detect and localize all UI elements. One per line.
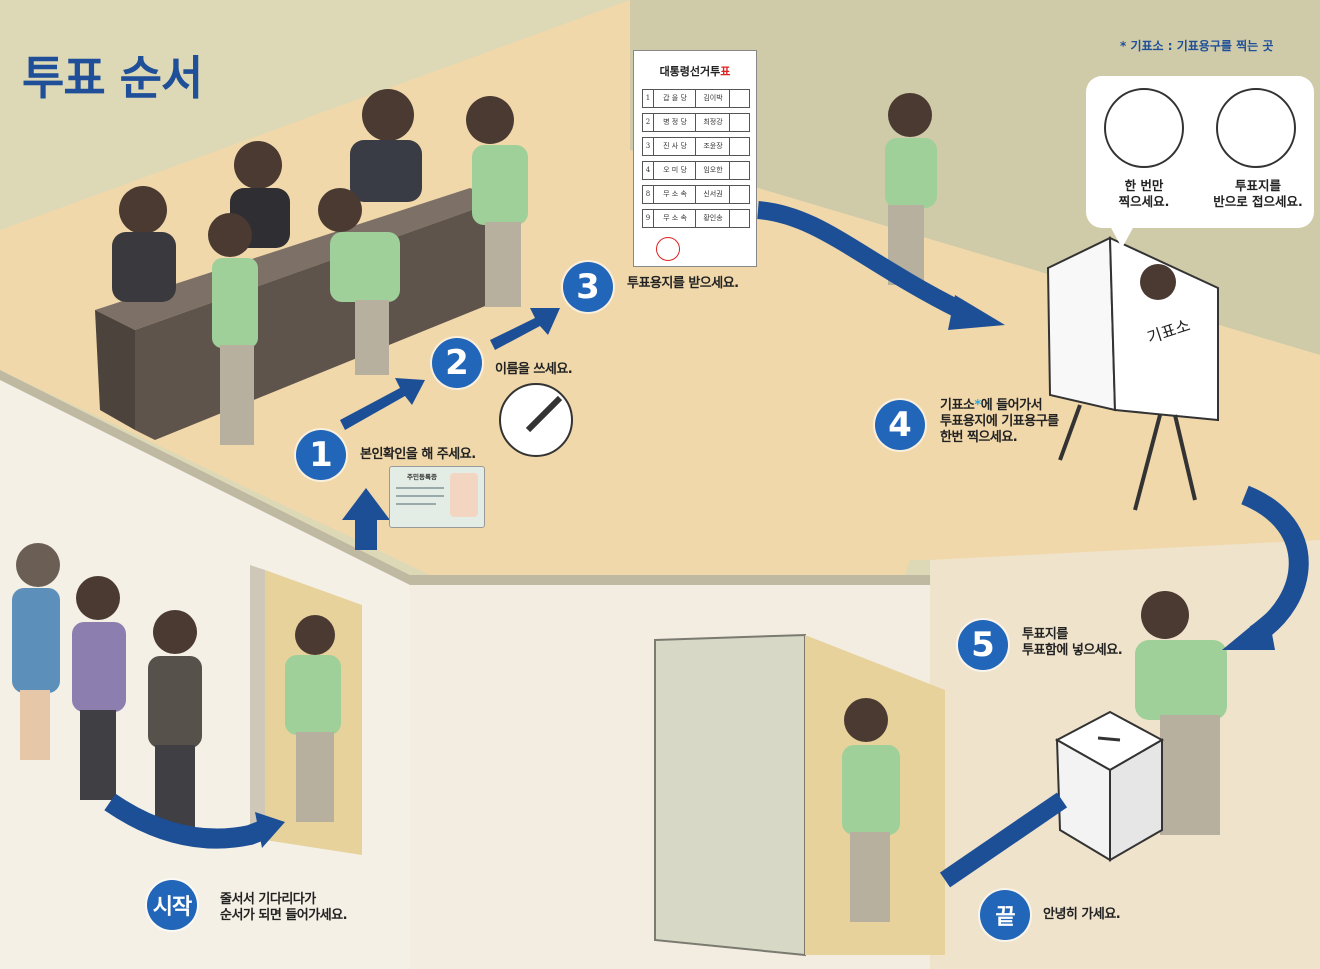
- stamp-once-illustration: [1104, 88, 1184, 168]
- voter-at-desk-3: [466, 96, 528, 307]
- ballot-row-candidate: 임오한: [697, 162, 730, 179]
- ballot-box: [1054, 710, 1165, 862]
- arrow-start: [104, 793, 272, 849]
- id-card-line: [396, 487, 444, 489]
- tips-bubble: [1086, 76, 1314, 228]
- arrow-2-3: [490, 308, 560, 350]
- id-card-header: 주민등록증: [407, 473, 437, 481]
- voter-at-desk-1: [208, 213, 258, 445]
- arrow-3-4-head: [948, 295, 1005, 330]
- arrow-up-stem: [355, 515, 377, 550]
- ballot-row-party: 진 사 당: [655, 138, 696, 155]
- arrow-start-head: [255, 812, 285, 848]
- official-3: [350, 89, 422, 202]
- ballot-row-candidate: 황인송: [697, 210, 730, 227]
- end-text: 안녕히 가세요.: [1043, 907, 1121, 922]
- fold-ballot-illustration: [1216, 88, 1296, 168]
- id-card-line: [396, 495, 444, 497]
- step2-text: 이름을 쓰세요.: [495, 362, 573, 377]
- queue-person-3: [148, 610, 202, 830]
- ballot-row-number: 4: [643, 162, 654, 179]
- pen-icon: [525, 395, 563, 433]
- arrow-1-2: [340, 378, 425, 430]
- ballot-row-number: 1: [643, 90, 654, 107]
- booth-footnote: * 기표소 : 기표용구를 찍는 곳: [1120, 39, 1274, 53]
- ballot-row-party: 병 정 당: [655, 114, 696, 131]
- step2-badge: 2: [432, 338, 482, 388]
- step1-badge: 1: [296, 430, 346, 480]
- desk-top: [95, 188, 500, 330]
- queue-person-2: [72, 576, 126, 800]
- exit-door: [654, 633, 945, 957]
- voter-at-desk-2: [318, 188, 400, 375]
- voting-booth: [1046, 236, 1219, 511]
- official-2: [230, 141, 290, 248]
- ballot-box-voter: [1135, 591, 1227, 835]
- ballot-row-party: 오 미 당: [655, 162, 696, 179]
- page-title: 투표 순서: [22, 51, 203, 105]
- ballot-seal-icon: [656, 237, 680, 261]
- queue-person-1: [12, 543, 60, 760]
- id-card-photo: [450, 473, 478, 517]
- official-1: [112, 186, 176, 302]
- id-card-line: [396, 503, 436, 505]
- ballot-row-candidate: 신서권: [697, 186, 730, 203]
- ballot-row-number: 2: [643, 114, 654, 131]
- step4-badge: 4: [875, 400, 925, 450]
- desk-side: [95, 310, 135, 430]
- ballot-row-party: 갑 을 당: [655, 90, 696, 107]
- step4-text: 기표소*에 들어가서 투표용지에 기표용구를 한번 찍으세요.: [940, 398, 1059, 445]
- arrow-4-5: [1240, 485, 1309, 644]
- step3-text: 투표용지를 받으세요.: [627, 276, 739, 291]
- end-badge: 끝: [980, 890, 1030, 940]
- arrow-3-4: [757, 201, 965, 319]
- arrow-4-5-head: [1222, 612, 1275, 650]
- start-badge: 시작: [147, 880, 197, 930]
- arrow-up-head: [342, 488, 390, 520]
- ballot-row-party: 무 소 속: [655, 186, 696, 203]
- ballot-row-number: 9: [643, 210, 654, 227]
- id-card: 주민등록증: [389, 466, 485, 528]
- entrance-door: [250, 565, 362, 855]
- ballot-row-number: 3: [643, 138, 654, 155]
- ballot-title: 대통령선거투표: [659, 65, 731, 78]
- step3-badge: 3: [563, 262, 613, 312]
- step1-text: 본인확인을 해 주세요.: [360, 447, 476, 462]
- bubble-tail: [1110, 226, 1134, 248]
- ballot-row-candidate: 조윤장: [697, 138, 730, 155]
- step5-badge: 5: [958, 620, 1008, 670]
- ballot-row-number: 8: [643, 186, 654, 203]
- ballot-row-party: 무 소 속: [655, 210, 696, 227]
- arrow-5-end: [939, 792, 1068, 888]
- ballot-row-candidate: 김이박: [697, 90, 730, 107]
- ballot-row-candidate: 최정강: [697, 114, 730, 131]
